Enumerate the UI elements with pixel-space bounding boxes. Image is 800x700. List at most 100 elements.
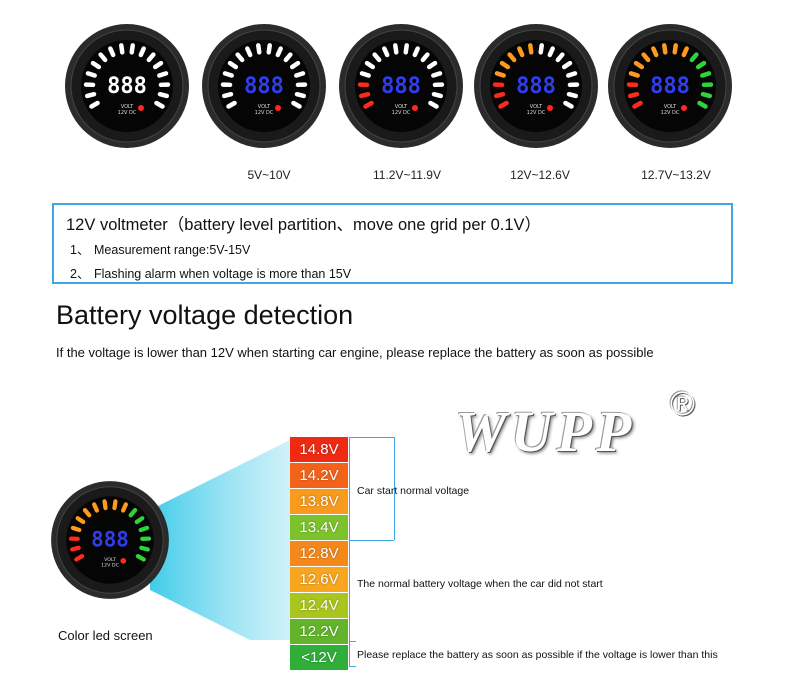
face-label: 12V DC: [527, 110, 546, 116]
led-segment: [494, 71, 506, 78]
led-segment: [695, 60, 707, 70]
digital-display: 888: [650, 74, 690, 99]
led-segment: [128, 508, 138, 518]
led-segment: [108, 46, 116, 58]
led-segment: [98, 52, 108, 63]
info-item-text: Flashing alarm when voltage is more than…: [94, 267, 352, 281]
led-segment: [420, 52, 430, 63]
led-segment: [372, 52, 382, 63]
led-segment: [528, 43, 534, 55]
face-label: VOLT: [395, 104, 408, 110]
led-segment: [139, 545, 150, 552]
led-segment: [221, 91, 234, 99]
info-box: 12V voltmeter（battery level partition、mo…: [52, 203, 733, 284]
led-segment: [256, 43, 262, 55]
led-segment: [227, 60, 239, 70]
led-segment: [681, 46, 689, 58]
face-label: 12V DC: [661, 110, 680, 116]
led-segment: [628, 71, 640, 78]
scale-cell: 12.6V: [290, 567, 348, 592]
annotation-start-normal: Car start normal voltage: [357, 485, 470, 497]
led-segment: [154, 100, 165, 109]
led-segment: [431, 71, 443, 78]
face-label: VOLT: [121, 104, 134, 110]
alarm-led: [120, 558, 127, 564]
led-segment: [90, 60, 102, 70]
light-beam: [150, 440, 290, 640]
led-segment: [226, 100, 237, 109]
annotation-replace: Please replace the battery as soon as po…: [357, 649, 718, 661]
face-label: 12V DC: [255, 110, 274, 116]
led-segment: [129, 43, 135, 55]
scale-cell: 14.8V: [290, 437, 348, 462]
registered-mark-icon: ®: [670, 385, 696, 423]
scale-cell: <12V: [290, 645, 348, 670]
info-item: 2、Flashing alarm when voltage is more th…: [70, 263, 351, 282]
face-label: 12V DC: [101, 563, 119, 569]
led-segment: [82, 508, 92, 518]
alarm-led: [412, 105, 418, 111]
section-title: Battery voltage detection: [56, 300, 354, 330]
meter-caption: 12.7V~13.2V: [641, 168, 711, 182]
led-segment: [283, 52, 293, 63]
led-segment: [70, 545, 81, 552]
digital-display: 888: [107, 74, 147, 99]
bracket-spine: [349, 642, 350, 666]
section-subtitle: If the voltage is lower than 12V when st…: [56, 345, 654, 360]
voltage-scale: 14.8V 14.2V 13.8V 13.4V 12.8V 12.6V 12.4…: [290, 437, 348, 671]
led-segment: [632, 100, 643, 109]
led-segment: [85, 71, 97, 78]
led-segment: [700, 91, 713, 99]
led-segment: [555, 52, 565, 63]
led-segment: [102, 499, 108, 511]
led-screen-caption: Color led screen: [58, 628, 153, 643]
digital-display: 888: [516, 74, 556, 99]
led-segment: [84, 91, 97, 99]
led-segment: [412, 46, 420, 58]
led-segment: [138, 525, 150, 533]
led-segment: [499, 60, 511, 70]
led-segment: [689, 52, 699, 63]
led-segment: [74, 554, 85, 562]
led-segment: [364, 60, 376, 70]
led-segment: [294, 71, 306, 78]
led-segment: [138, 46, 146, 58]
led-segment: [266, 43, 272, 55]
led-segment: [651, 46, 659, 58]
scale-cell: 12.2V: [290, 619, 348, 644]
digital-display: 888: [244, 74, 284, 99]
led-segment: [493, 91, 506, 99]
led-segment: [112, 499, 118, 511]
led-segment: [152, 60, 164, 70]
led-segment: [294, 91, 307, 99]
info-title: 12V voltmeter（battery level partition、mo…: [66, 216, 542, 234]
led-segment: [245, 46, 253, 58]
info-item-text: Measurement range:5V-15V: [94, 243, 251, 257]
led-segment: [672, 43, 678, 55]
bracket-spine: [349, 541, 350, 641]
led-segment: [566, 71, 578, 78]
scale-cell: 14.2V: [290, 463, 348, 488]
scale-cell: 13.4V: [290, 515, 348, 540]
scale-cell: 12.4V: [290, 593, 348, 618]
led-segment: [289, 60, 301, 70]
led-segment: [291, 100, 302, 109]
led-segment: [275, 46, 283, 58]
led-segment: [363, 100, 374, 109]
bracket-tick: [349, 437, 394, 438]
info-item-number: 1、: [70, 243, 90, 257]
led-segment: [517, 46, 525, 58]
face-label: VOLT: [530, 104, 543, 110]
bracket-start-normal: [349, 437, 350, 540]
led-segment: [359, 71, 371, 78]
